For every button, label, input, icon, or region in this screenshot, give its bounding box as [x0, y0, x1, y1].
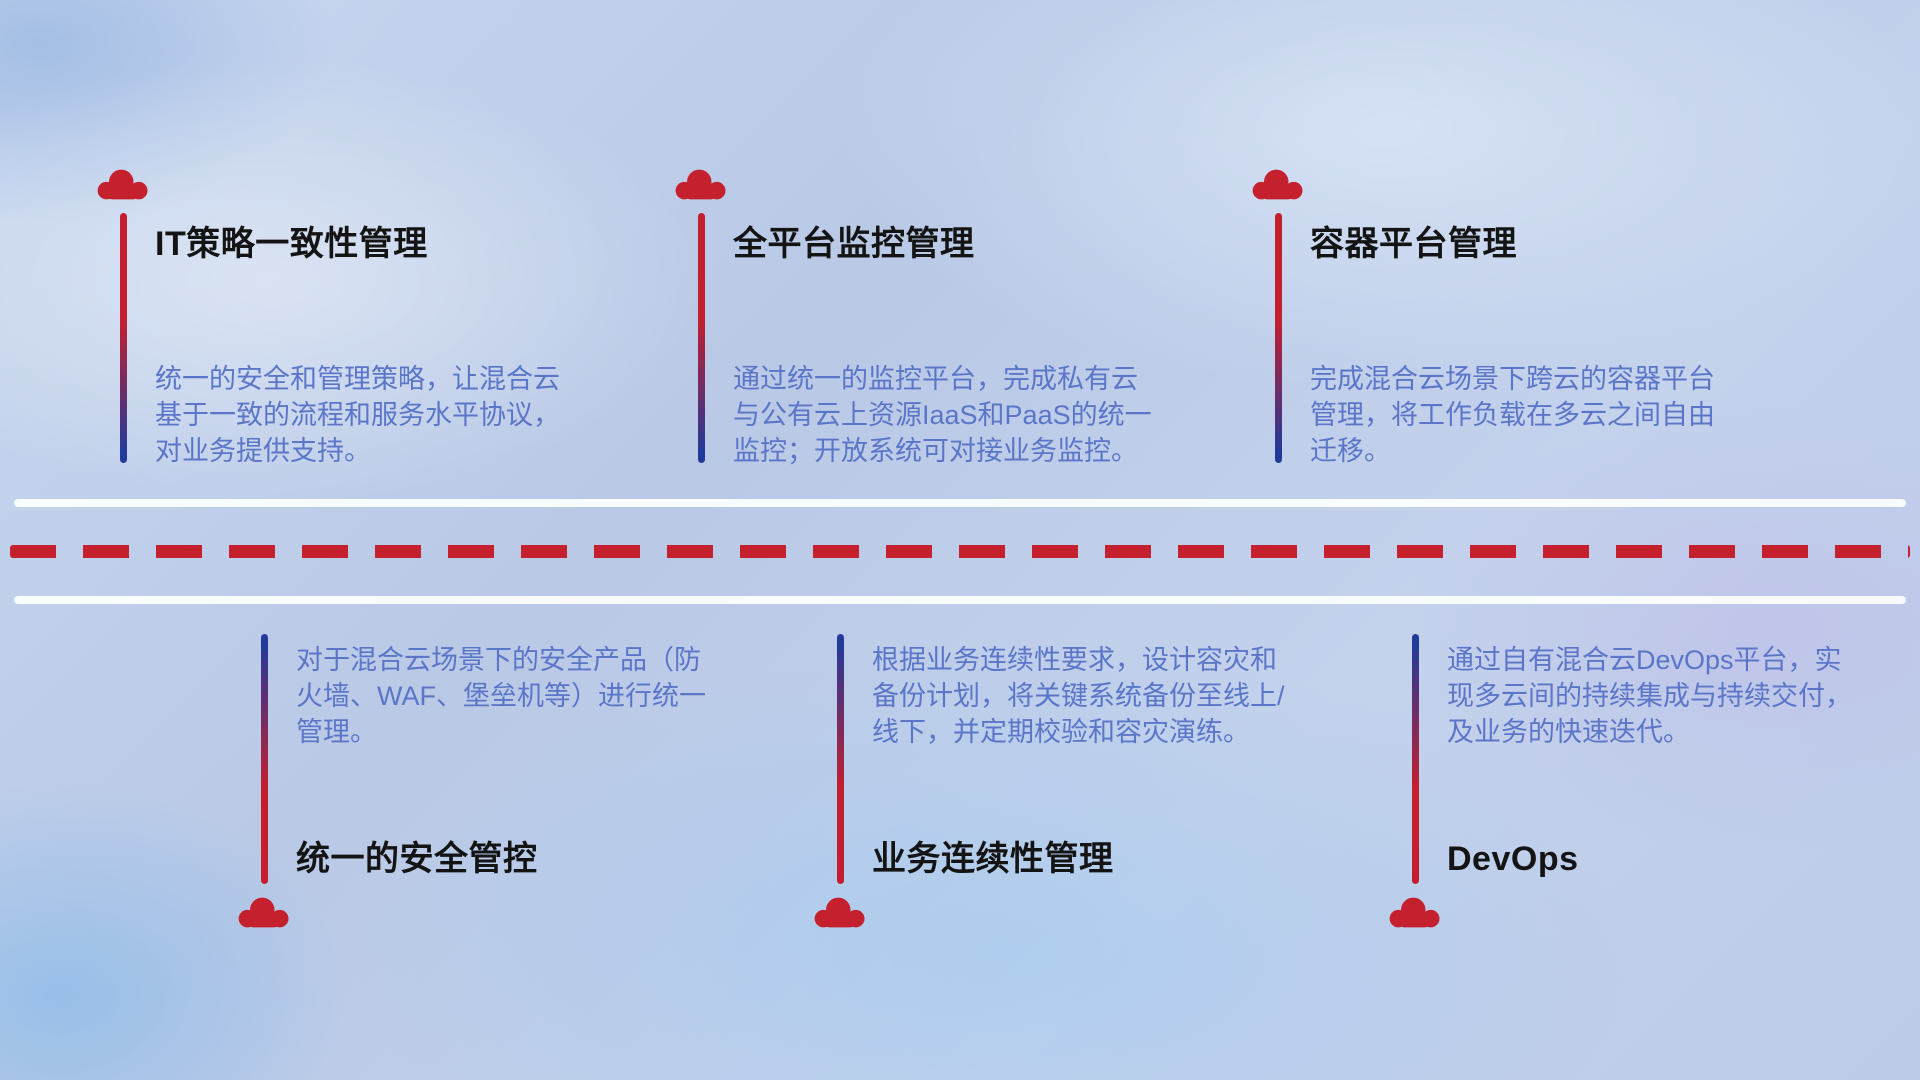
feature-title: 统一的安全管控 — [296, 840, 538, 878]
feature-description: 通过统一的监控平台，完成私有云与公有云上资源IaaS和PaaS的统一监控；开放系… — [733, 364, 1152, 466]
feature-item-devops: 通过自有混合云DevOps平台，实现多云间的持续集成与持续交付，及业务的快速迭代… — [1387, 634, 1877, 934]
feature-content: 容器平台管理 完成混合云场景下跨云的容器平台管理，将工作负载在多云之间自由迁移。 — [1310, 165, 1740, 466]
feature-description: 根据业务连续性要求，设计容灾和备份计划，将关键系统备份至线上/线下，并定期校验和… — [872, 645, 1285, 747]
timeline-marker — [95, 165, 151, 463]
road-top-line — [14, 499, 1906, 507]
feature-title: DevOps — [1447, 840, 1579, 878]
feature-description: 完成混合云场景下跨云的容器平台管理，将工作负载在多云之间自由迁移。 — [1310, 364, 1715, 466]
timeline-connector — [836, 634, 844, 884]
cloud-icon — [675, 169, 726, 200]
timeline-marker — [1250, 165, 1306, 463]
feature-content: 全平台监控管理 通过统一的监控平台，完成私有云与公有云上资源IaaS和PaaS的… — [733, 165, 1163, 466]
timeline-marker — [236, 634, 292, 932]
feature-content: 根据业务连续性要求，设计容灾和备份计划，将关键系统备份至线上/线下，并定期校验和… — [872, 634, 1302, 934]
timeline-connector — [260, 634, 268, 884]
feature-content: 通过自有混合云DevOps平台，实现多云间的持续集成与持续交付，及业务的快速迭代… — [1447, 634, 1877, 934]
timeline-marker — [673, 165, 729, 463]
timeline-connector — [119, 213, 127, 463]
feature-item-container-platform: 容器平台管理 完成混合云场景下跨云的容器平台管理，将工作负载在多云之间自由迁移。 — [1250, 165, 1740, 466]
cloud-icon — [1389, 897, 1440, 928]
timeline-connector — [697, 213, 705, 463]
feature-content: IT策略一致性管理 统一的安全和管理策略，让混合云基于一致的流程和服务水平协议，… — [155, 165, 585, 466]
feature-title: 容器平台管理 — [1310, 225, 1517, 263]
feature-title: 业务连续性管理 — [872, 840, 1114, 878]
feature-title: 全平台监控管理 — [733, 225, 975, 263]
cloud-icon — [1252, 169, 1303, 200]
feature-content: 对于混合云场景下的安全产品（防火墙、WAF、堡垒机等）进行统一管理。 统一的安全… — [296, 634, 726, 934]
timeline-marker — [1387, 634, 1443, 932]
cloud-icon — [97, 169, 148, 200]
road-bottom-line — [14, 596, 1906, 604]
feature-description: 对于混合云场景下的安全产品（防火墙、WAF、堡垒机等）进行统一管理。 — [296, 645, 706, 747]
timeline-connector — [1411, 634, 1419, 884]
timeline-marker — [812, 634, 868, 932]
feature-description: 统一的安全和管理策略，让混合云基于一致的流程和服务水平协议，对业务提供支持。 — [155, 364, 560, 466]
feature-description: 通过自有混合云DevOps平台，实现多云间的持续集成与持续交付，及业务的快速迭代… — [1447, 645, 1852, 747]
cloud-icon — [814, 897, 865, 928]
timeline-connector — [1274, 213, 1282, 463]
feature-item-business-continuity: 根据业务连续性要求，设计容灾和备份计划，将关键系统备份至线上/线下，并定期校验和… — [812, 634, 1302, 934]
feature-title: IT策略一致性管理 — [155, 225, 428, 263]
road-dashed-line — [10, 545, 1910, 558]
cloud-icon — [238, 897, 289, 928]
feature-item-monitoring: 全平台监控管理 通过统一的监控平台，完成私有云与公有云上资源IaaS和PaaS的… — [673, 165, 1163, 466]
feature-item-it-policy: IT策略一致性管理 统一的安全和管理策略，让混合云基于一致的流程和服务水平协议，… — [95, 165, 585, 466]
feature-item-security-control: 对于混合云场景下的安全产品（防火墙、WAF、堡垒机等）进行统一管理。 统一的安全… — [236, 634, 726, 934]
